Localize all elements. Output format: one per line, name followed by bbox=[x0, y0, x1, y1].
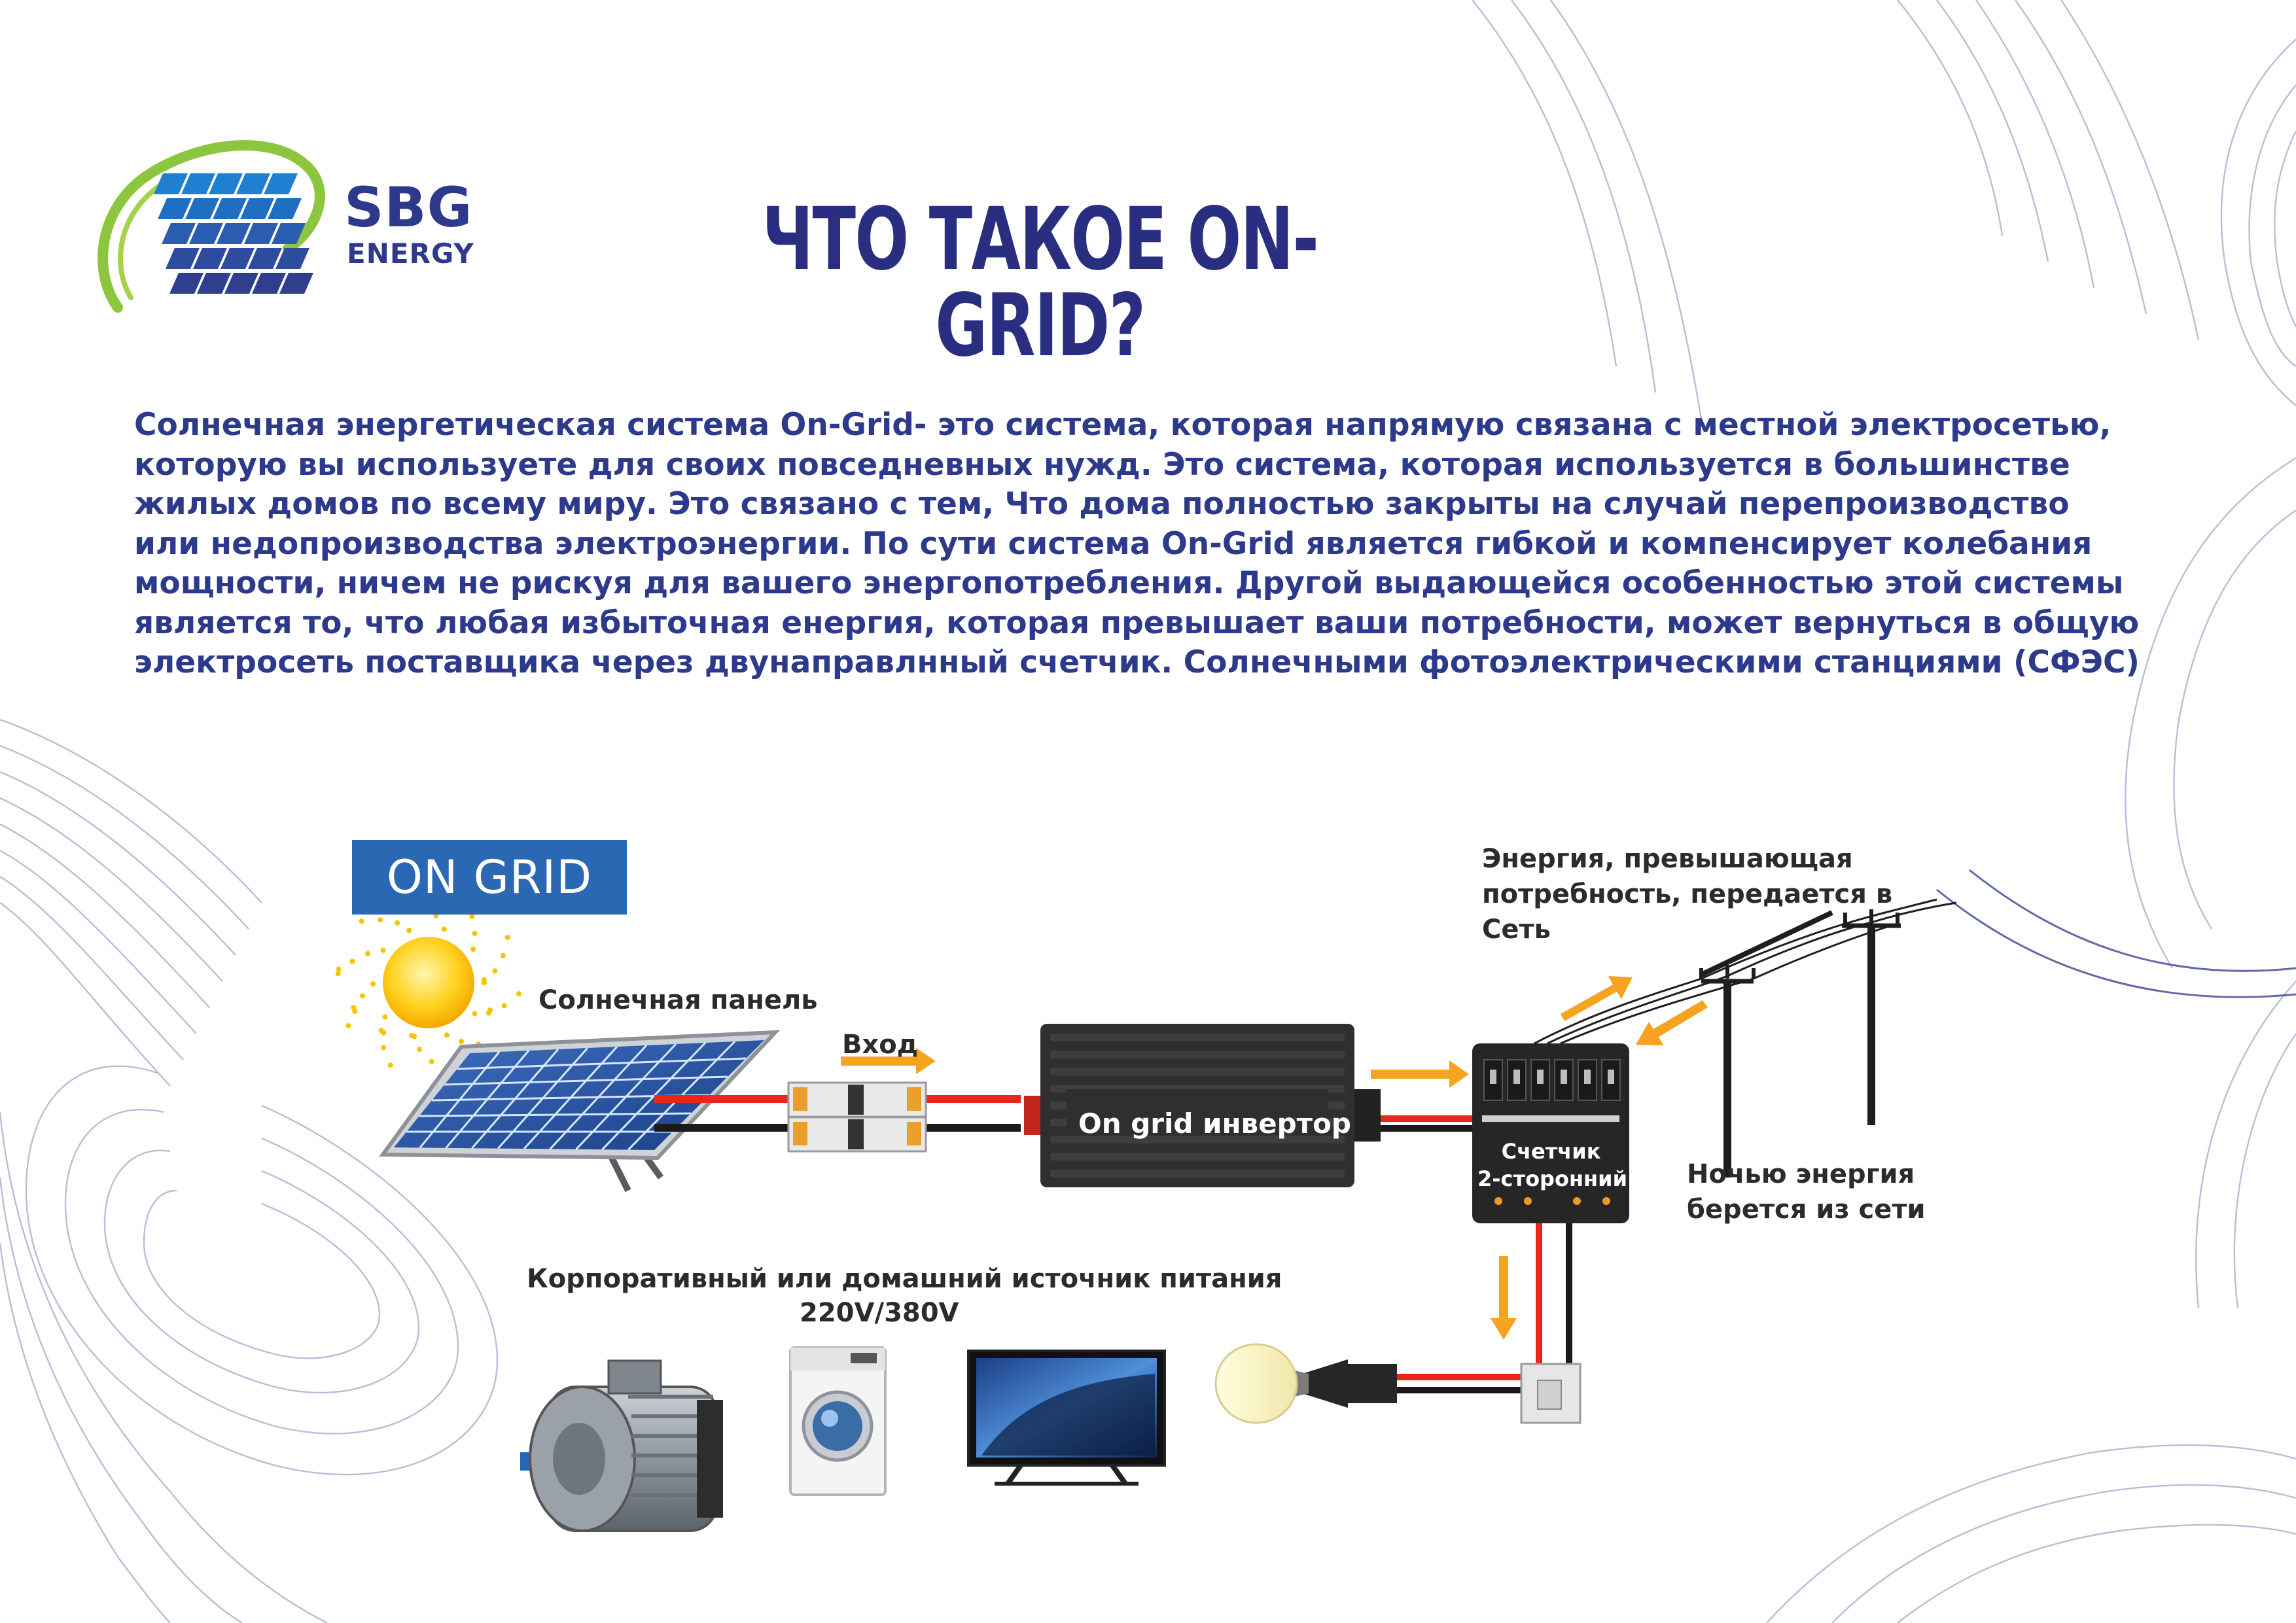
electric-motor-icon bbox=[520, 1359, 723, 1532]
intro-line: которую вы используете для своих повседн… bbox=[134, 446, 2070, 483]
breaker-icon bbox=[787, 1081, 927, 1153]
on-grid-diagram: ON GRID Солнечная панель Вход On grid ин… bbox=[0, 811, 2296, 1623]
intro-line: Солнечная энергетическая система On-Grid… bbox=[134, 407, 2111, 443]
dc-wires bbox=[654, 1095, 1021, 1132]
input-arrow-icon bbox=[841, 1048, 936, 1074]
intro-line: жилых домов по всему миру. Это связано с… bbox=[134, 486, 2070, 522]
load-source-label: Корпоративный или домашний источник пита… bbox=[527, 1264, 1282, 1294]
solar-logo-icon bbox=[97, 140, 325, 313]
bidirectional-meter-icon bbox=[1472, 1043, 1629, 1223]
meter-label: Счетчик 2-сторонний bbox=[1477, 1138, 1627, 1193]
brand-logo: SBG ENERGY bbox=[92, 128, 484, 324]
night-label-line: берется из сети bbox=[1687, 1195, 1926, 1225]
solar-panel-icon bbox=[379, 1030, 781, 1193]
inverter-label: On grid инвертор bbox=[1078, 1108, 1351, 1140]
export-arrow-icon bbox=[1561, 976, 1633, 1021]
import-arrow-icon bbox=[1636, 1000, 1708, 1045]
inverter-icon bbox=[1024, 1024, 1381, 1187]
input-label: Вход bbox=[842, 1030, 919, 1060]
wall-switch-icon bbox=[1520, 1363, 1581, 1424]
meter-label-line: 2-сторонний bbox=[1477, 1166, 1627, 1191]
load-wires bbox=[1394, 1223, 1572, 1393]
brand-subname: ENERGY bbox=[347, 237, 474, 270]
night-label: Ночью энергия берется из сети bbox=[1687, 1157, 1926, 1227]
washing-machine-icon bbox=[789, 1346, 887, 1496]
on-grid-badge: ON GRID bbox=[352, 840, 627, 915]
intro-paragraph: Солнечная энергетическая система On-Grid… bbox=[134, 406, 2176, 683]
meter-label-line: Счетчик bbox=[1501, 1139, 1601, 1164]
export-label: Энергия, превышающая потребность, переда… bbox=[1482, 841, 1892, 947]
export-label-line: потребность, передается в bbox=[1482, 879, 1893, 909]
page-title: ЧТО ТАКОЕ ON-GRID? bbox=[762, 189, 1319, 376]
export-label-line: Сеть bbox=[1482, 915, 1551, 945]
solar-panel-label: Солнечная панель bbox=[539, 985, 818, 1015]
export-label-line: Энергия, превышающая bbox=[1482, 844, 1853, 874]
intro-line: является то, что любая избыточная енерги… bbox=[134, 604, 2140, 641]
down-arrow-icon bbox=[1491, 1256, 1517, 1340]
night-label-line: Ночью энергия bbox=[1687, 1159, 1915, 1189]
ac-arrow-icon bbox=[1371, 1060, 1469, 1088]
power-grid-icon bbox=[1534, 898, 1957, 1178]
intro-line: мощности, ничем не рискуя для вашего эне… bbox=[134, 565, 2124, 601]
television-icon bbox=[967, 1350, 1166, 1486]
intro-line: или недопроизводства электроэнергии. По … bbox=[134, 525, 2093, 562]
intro-line: электросеть поставщика через двунаправлн… bbox=[134, 644, 2140, 680]
voltage-label: 220V/380V bbox=[800, 1298, 959, 1328]
brand-name: SBG bbox=[344, 175, 473, 239]
diagram-graphics bbox=[335, 890, 1957, 1532]
light-bulb-icon bbox=[1214, 1343, 1397, 1424]
